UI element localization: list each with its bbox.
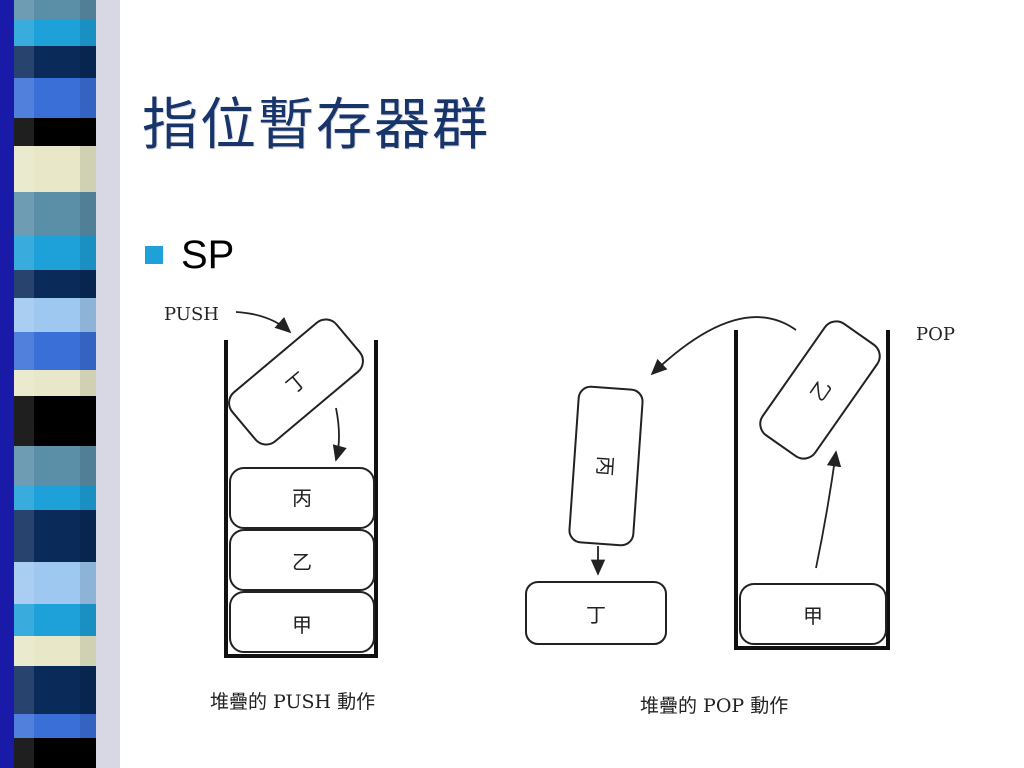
- push-caption: 堆疊的 PUSH 動作: [210, 691, 375, 713]
- push-stack-box: 丙: [229, 467, 375, 529]
- push-incoming-box: 丁: [228, 318, 364, 446]
- stripe-blocks: [14, 0, 96, 768]
- pop-label: POP: [916, 324, 955, 345]
- pop-removed-box-label: 丙: [592, 455, 617, 477]
- push-stack-box: 乙: [229, 529, 375, 591]
- pop-stack-box-label: 甲: [803, 604, 823, 628]
- push-curved-arrow: [235, 311, 292, 334]
- stack-diagram: PUSH 丁 丙 乙: [140, 290, 1000, 740]
- stripe-graphic: [0, 0, 120, 768]
- pop-curved-arrow: [650, 316, 797, 376]
- push-down-arrow: [332, 407, 347, 462]
- pop-stack-container: [734, 330, 890, 650]
- pop-stack-box: 甲: [739, 583, 887, 645]
- push-label: PUSH: [164, 304, 219, 325]
- decorative-stripe: [0, 0, 120, 768]
- push-stack-box-label: 乙: [292, 550, 312, 574]
- pop-outgoing-box: 乙: [759, 320, 881, 460]
- page-title: 指位暫存器群: [142, 93, 490, 158]
- pop-target-box-label: 丁: [586, 603, 606, 627]
- stack-diagram-svg: PUSH 丁 丙 乙: [164, 304, 955, 717]
- push-stack-box-label: 丙: [292, 486, 312, 510]
- push-stack-box-label: 甲: [292, 613, 312, 637]
- bullet-text: SP: [181, 232, 235, 277]
- pop-removed-box: 丙: [568, 385, 644, 547]
- push-stack-box: 甲: [229, 591, 375, 653]
- pop-up-arrow: [815, 450, 842, 569]
- push-diagram: PUSH 丁 丙 乙: [164, 304, 378, 713]
- square-bullet-icon: [145, 246, 163, 264]
- pop-target-box: 丁: [525, 581, 667, 645]
- pop-caption: 堆疊的 POP 動作: [640, 695, 788, 717]
- bullet-item: SP: [145, 232, 234, 278]
- pop-diagram: POP 乙 甲: [525, 316, 955, 717]
- push-stack-container: [224, 340, 378, 658]
